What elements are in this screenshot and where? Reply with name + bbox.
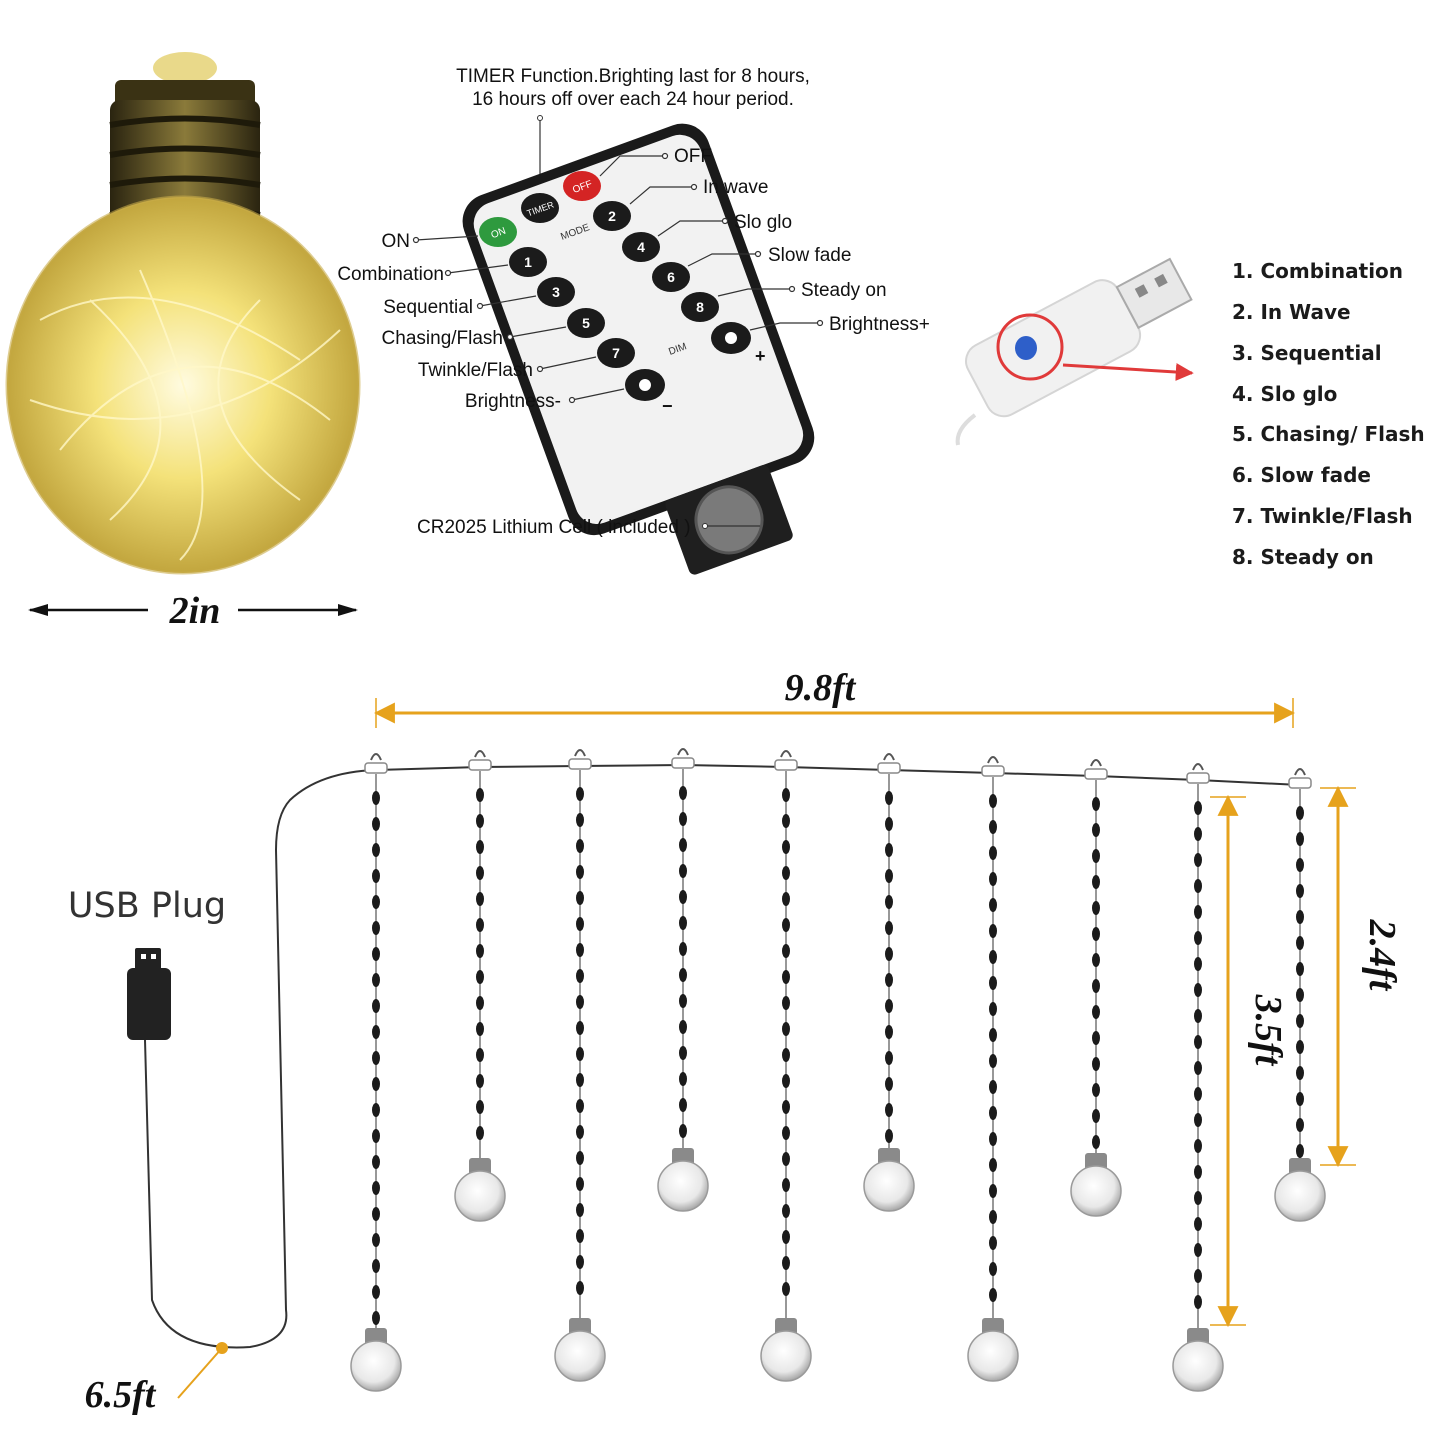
usb-plug-label: USB Plug [68,886,226,926]
long-strand-label: 3.5ft [1247,994,1289,1067]
svg-text:7: 7 [612,345,620,361]
width-label: 9.8ft [785,667,857,709]
svg-text:3: 3 [552,284,560,300]
battery-label: CR2025 Lithium Cell ( included ) [417,517,691,538]
mode-button-7[interactable]: 7 [597,338,635,368]
mini-bulb-icon [863,1160,915,1212]
svg-text:1: 1 [524,254,532,270]
mini-bulb-icon [554,1330,606,1382]
short-strand-dimension: 2.4ft [1320,785,1403,1168]
callout-twinkle-flash: Twinkle/Flash [418,360,533,381]
top-wire [375,763,1301,786]
light-strand [1274,768,1326,1222]
timer-note-line1: TIMER Function.Brighting last for 8 hour… [456,66,810,87]
callout-brightness-plus: Brightness+ [829,314,930,335]
light-strands [350,748,1326,1392]
usb-plug [127,948,171,1040]
mini-bulb-icon [1274,1170,1326,1222]
mode-list-item: 3. Sequential [1232,341,1382,365]
callout-on: ON [382,231,411,252]
usb-controller-box [955,257,1194,446]
mode-button-6[interactable]: 6 [652,262,690,292]
svg-text:−: − [662,396,673,416]
mode-list-item: 6. Slow fade [1232,463,1371,487]
mode-list-item: 2. In Wave [1232,300,1351,324]
lead-length-callout: 6.5ft [85,1342,228,1416]
callout-off: OFF [674,146,712,167]
brightness-minus-button[interactable]: − [625,369,673,416]
callout-slo-glo: Slo glo [734,212,792,233]
svg-text:+: + [755,346,766,366]
mini-bulb-icon [657,1160,709,1212]
lead-length-label: 6.5ft [85,1374,157,1416]
remote-callouts-right [599,152,824,331]
timer-button[interactable]: TIMER [521,193,559,223]
callout-brightness-minus: Brightness- [465,391,561,412]
mode-button-4[interactable]: 4 [622,232,660,262]
svg-text:4: 4 [637,239,645,255]
svg-text:ON: ON [490,226,508,241]
mode-list: 1. Combination 2. In Wave 3. Sequential … [1232,259,1425,569]
mode-list-item: 5. Chasing/ Flash [1232,422,1425,446]
mini-bulb-icon [760,1330,812,1382]
remote-callouts-left [412,235,625,404]
off-button[interactable]: OFF [563,171,601,201]
mode-list-item: 8. Steady on [1232,545,1374,569]
mini-bulb-icon [454,1170,506,1222]
callout-sequential: Sequential [383,297,473,318]
mode-button-1[interactable]: 1 [509,247,547,277]
lead-cable [144,769,377,1349]
long-strand-dimension: 3.5ft [1210,794,1289,1328]
bulb-photo [5,52,361,575]
mode-button-5[interactable]: 5 [567,308,605,338]
light-strand [657,748,709,1212]
mode-button-3[interactable]: 3 [537,277,575,307]
bulb-width-dimension: 2in [28,590,358,632]
callout-chasing-flash: Chasing/Flash [382,328,503,349]
mini-bulb-icon [1172,1340,1224,1392]
svg-text:6: 6 [667,269,675,285]
svg-text:2: 2 [608,208,616,224]
timer-note-line2: 16 hours off over each 24 hour period. [472,89,794,110]
light-strand [760,750,812,1382]
short-strand-label: 2.4ft [1361,919,1403,992]
light-strand [967,756,1019,1382]
mode-button-8[interactable]: 8 [681,292,719,322]
light-strand [1070,759,1122,1217]
svg-text:8: 8 [696,299,704,315]
mini-bulb-icon [967,1330,1019,1382]
light-strand [350,753,402,1392]
callout-in-wave: In wave [703,177,768,198]
width-dimension: 9.8ft [373,667,1296,728]
light-strand [454,750,506,1222]
callout-steady-on: Steady on [801,280,887,301]
remote-control: ON TIMER OFF MODE 1 2 3 4 5 6 7 8 + [462,123,815,575]
on-button[interactable]: ON [479,217,517,247]
mode-list-item: 4. Slo glo [1232,382,1337,406]
svg-text:5: 5 [582,315,590,331]
callout-slow-fade: Slow fade [768,245,851,266]
brightness-plus-button[interactable]: + [711,322,766,366]
bulb-width-label: 2in [169,590,221,632]
mini-bulb-icon [350,1340,402,1392]
light-strand [554,749,606,1382]
mode-list-item: 1. Combination [1232,259,1403,283]
callout-combination: Combination [337,264,444,285]
mini-bulb-icon [1070,1165,1122,1217]
light-strand [1172,763,1224,1392]
mode-switch-button-icon [1015,336,1037,360]
light-strand [863,753,915,1212]
mode-list-item: 7. Twinkle/Flash [1232,504,1413,528]
mode-button-2[interactable]: 2 [593,201,631,231]
